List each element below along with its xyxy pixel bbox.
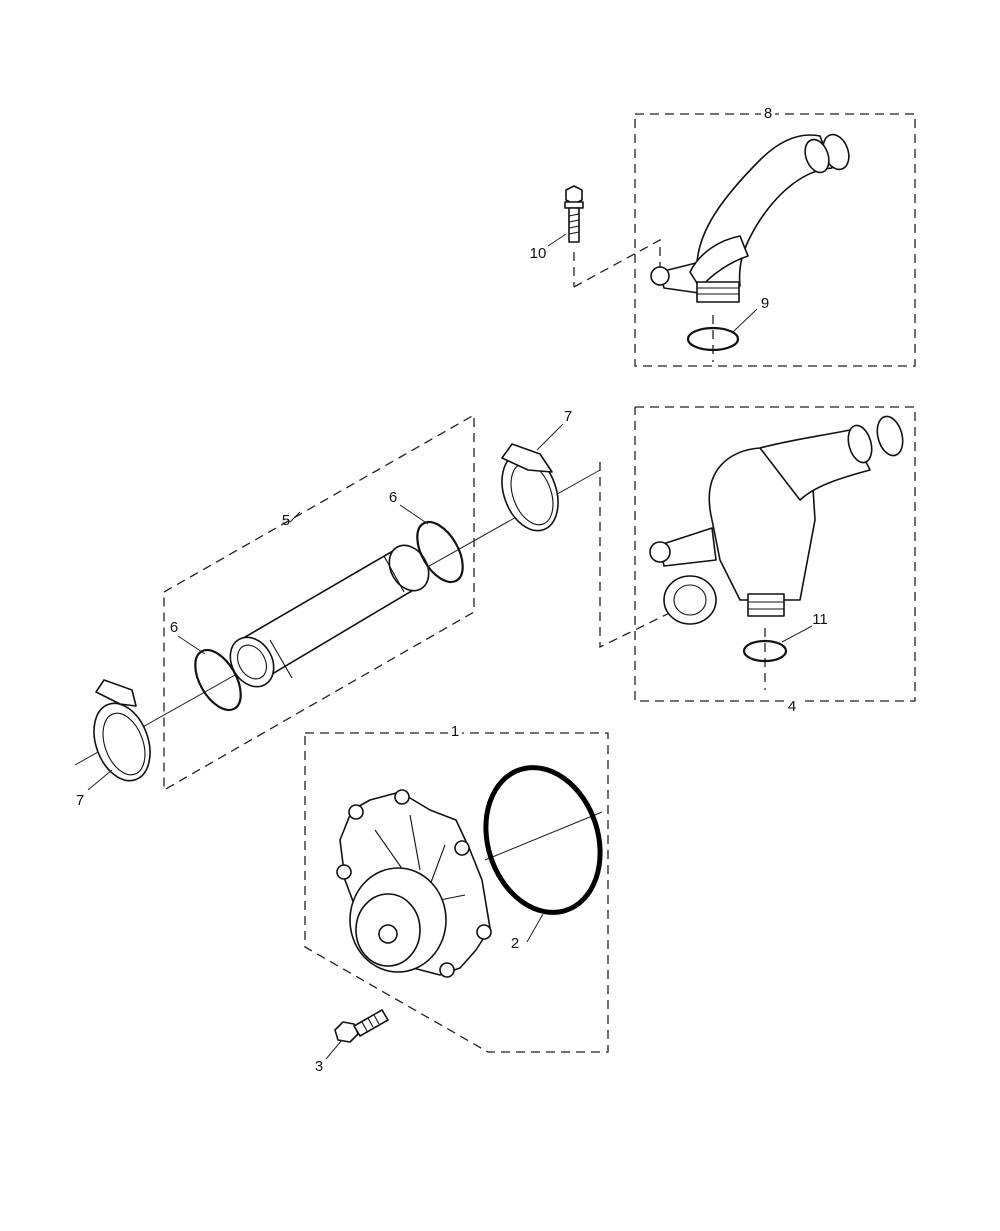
group-box-water-pump	[304, 732, 609, 1053]
callout-2: 2	[511, 935, 519, 952]
callout-1: 1	[451, 723, 459, 740]
callout-10: 10	[530, 245, 547, 262]
callout-6-right: 6	[389, 489, 397, 506]
callout-4: 4	[788, 698, 796, 715]
assembly-guide-lines	[573, 238, 766, 690]
callout-8: 8	[764, 105, 772, 122]
group-box-transfer-pipe	[163, 413, 475, 792]
group-box-outlet-elbow	[634, 113, 916, 367]
thermostat-housing-part	[649, 415, 904, 625]
group-box-thermostat-housing	[634, 406, 916, 702]
callout-9: 9	[761, 295, 769, 312]
pump-gasket-part	[483, 765, 603, 915]
clamp-right-part	[501, 443, 559, 532]
callout-3: 3	[315, 1058, 323, 1075]
elbow-seal-part	[686, 326, 740, 352]
outlet-elbow-part	[650, 133, 850, 303]
elbow-bolt-part	[564, 185, 584, 243]
housing-seal-part	[742, 639, 788, 663]
pipe-axis-line	[74, 469, 603, 861]
pump-bolt-part	[334, 1009, 389, 1043]
water-pump-part	[336, 789, 492, 978]
callout-11: 11	[812, 611, 828, 628]
callout-5: 5	[282, 512, 290, 529]
callout-leader-lines	[87, 114, 813, 1060]
callout-6-left: 6	[170, 619, 178, 636]
transfer-pipe-part	[229, 544, 430, 688]
callout-7-left: 7	[76, 792, 84, 809]
clamp-left-part	[93, 679, 151, 782]
o-ring-right-part	[416, 520, 464, 584]
callout-7-right: 7	[564, 408, 572, 425]
